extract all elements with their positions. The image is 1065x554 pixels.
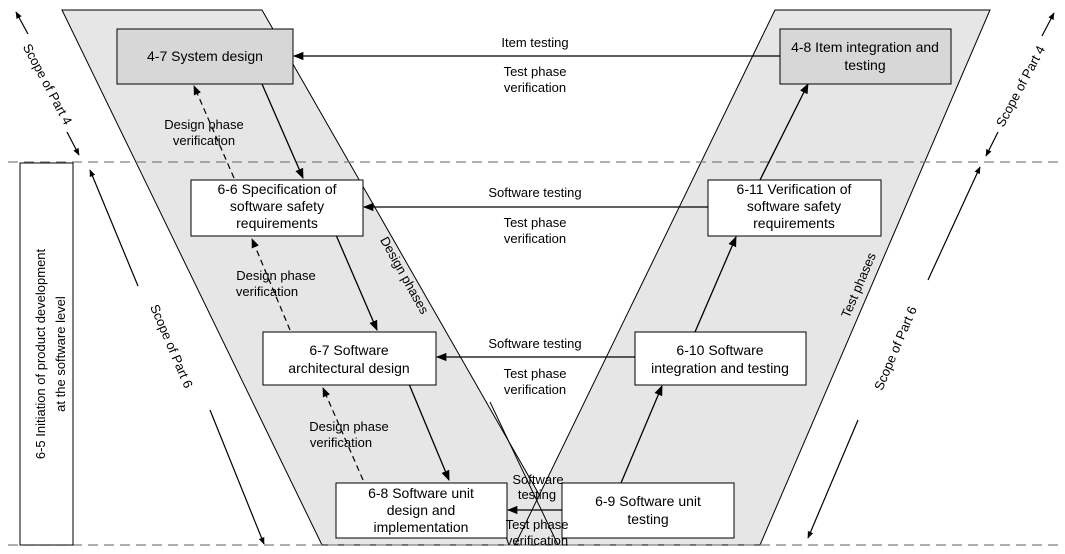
box-6-8: 6-8 Software unit design and implementat… [335, 482, 508, 539]
scope-part6-right-label: Scope of Part 6 [871, 304, 920, 392]
scope-part6-right-arrow-bottom [807, 419, 859, 539]
item-verification-label: verification [504, 80, 566, 95]
design-phase-label-3: Design phase [309, 419, 389, 434]
scope-part6-left-arrow-bottom [209, 409, 265, 545]
verification-label-2: verification [504, 382, 566, 397]
initiation-box [19, 162, 74, 546]
scope-part4-left-arrow-top [15, 11, 29, 35]
box-6-9-line-2: testing [627, 511, 668, 527]
scope-part6-right-arrow-top [927, 166, 981, 281]
scope-part4-right-arrow-top [1041, 12, 1055, 37]
box-6-10-line-1: 6-10 Software [676, 342, 763, 358]
box-6-8-line-3: implementation [374, 519, 469, 535]
box-4-8: 4-8 Item integration and testing [779, 28, 952, 85]
box-6-9: 6-9 Software unit testing [561, 482, 735, 539]
arrow-66-to-67 [335, 234, 378, 331]
box-6-7-line-2: architectural design [288, 360, 409, 376]
scope-part6-left-arrow-top [89, 169, 139, 287]
box-6-11: 6-11 Verification of software safety req… [707, 179, 882, 237]
box-6-7-line-1: 6-7 Software [309, 342, 389, 358]
test-phases-band [514, 9, 991, 546]
design-verification-68-to-67 [322, 387, 364, 481]
bottom-crossing-line [489, 401, 559, 546]
arrow-610-to-611 [694, 236, 737, 333]
scope-part4-right-label: Scope of Part 4 [993, 43, 1048, 129]
box-6-11-line-2: software safety [747, 198, 841, 214]
scope-part6-left-label: Scope of Part 6 [147, 302, 196, 390]
box-6-7: 6-7 Software architectural design [262, 331, 437, 386]
testing-label-3: testing [518, 487, 556, 502]
scope-part4-right-arrow-bottom [985, 131, 999, 157]
verification-label-1: verification [504, 231, 566, 246]
software-testing-label-2: Software testing [488, 336, 581, 351]
design-phase-label-1: Design phase [164, 117, 244, 132]
scope-part4-left-label: Scope of Part 4 [20, 41, 75, 127]
box-6-8-line-1: 6-8 Software unit [368, 485, 474, 501]
arrow-47-to-66 [261, 83, 304, 179]
box-4-7-line-1: 4-7 System design [147, 48, 263, 64]
design-verification-label-3: verification [310, 435, 372, 450]
design-verification-66-to-47 [193, 85, 235, 179]
design-verification-67-to-66 [251, 238, 291, 331]
box-6-6-line-3: requirements [236, 215, 318, 231]
box-6-10-line-2: integration and testing [651, 360, 789, 376]
scope-part4-left-arrow-bottom [66, 131, 80, 156]
item-test-phase-label: Test phase [504, 64, 567, 79]
design-verification-label-2: verification [236, 284, 298, 299]
box-6-9-line-1: 6-9 Software unit [595, 493, 701, 509]
box-6-8-line-2: design and [387, 502, 456, 518]
verification-label-3: verification [506, 533, 568, 548]
initiation-line-2: at the software level [53, 296, 68, 412]
design-phase-label-2: Design phase [236, 268, 316, 283]
software-testing-label-1: Software testing [488, 185, 581, 200]
test-phase-label-1: Test phase [504, 215, 567, 230]
box-4-8-line-2: testing [844, 57, 885, 73]
arrow-67-to-68 [408, 383, 450, 481]
box-6-11-line-1: 6-11 Verification of [737, 181, 852, 197]
box-6-6: 6-6 Specification of software safety req… [190, 179, 364, 237]
box-6-11-line-3: requirements [753, 215, 835, 231]
test-phase-label-3: Test phase [506, 517, 569, 532]
box-4-8-line-1: 4-8 Item integration and [791, 39, 939, 55]
software-label-3: Software [512, 472, 563, 487]
box-4-7: 4-7 System design [116, 28, 294, 85]
arrow-69-to-610 [620, 385, 663, 484]
arrow-611-to-48 [759, 83, 809, 181]
design-verification-label-1: verification [173, 133, 235, 148]
initiation-line-1: 6-5 Initiation of product development [33, 248, 48, 459]
test-phase-label-2: Test phase [504, 366, 567, 381]
box-6-10: 6-10 Software integration and testing [634, 331, 807, 386]
box-6-6-line-2: software safety [230, 198, 324, 214]
item-testing-label: Item testing [501, 35, 568, 50]
box-6-6-line-1: 6-6 Specification of [217, 181, 336, 197]
